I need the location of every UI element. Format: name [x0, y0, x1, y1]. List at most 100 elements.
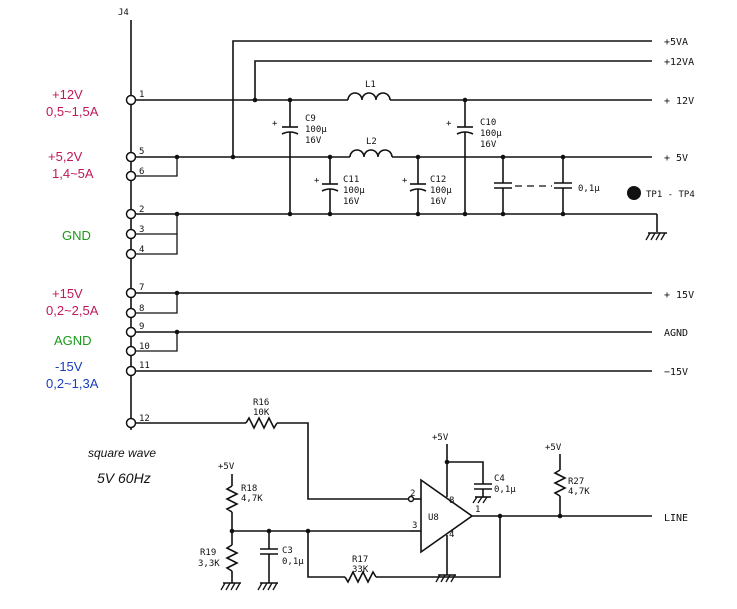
opamp-circuit: R16 10K U8 2 3 8 4 1 +5V C4 0,1μ	[136, 398, 688, 591]
r27-ref: R27	[568, 477, 584, 487]
resistor-r17	[344, 570, 377, 584]
pin-6	[125, 170, 137, 182]
pin-number: 12	[139, 414, 150, 424]
pin-number: 5	[139, 147, 144, 157]
label-52v: +5,2V	[48, 149, 83, 164]
supply-5v-u8: +5V	[432, 433, 449, 443]
resistor-r16	[245, 416, 278, 430]
pin-7	[125, 287, 137, 299]
pin-number: 6	[139, 167, 144, 177]
pin-number: 11	[139, 361, 150, 371]
r19-ref: R19	[200, 548, 216, 558]
pin-8	[125, 307, 137, 319]
rail-5va: +5VA	[664, 37, 688, 48]
pin-2	[125, 208, 137, 220]
pin-9	[125, 326, 137, 338]
rail-m15v: −15V	[664, 367, 688, 378]
cx-value: 0,1μ	[578, 184, 600, 194]
testpoint: TP1 - TP4	[627, 186, 695, 200]
rail-agnd: AGND	[664, 328, 688, 339]
c3-ref: C3	[282, 546, 293, 556]
c9-voltage: 16V	[305, 136, 322, 146]
label-gnd: GND	[62, 228, 91, 243]
r27-value: 4,7K	[568, 487, 590, 497]
pin-5	[125, 151, 137, 163]
label-15v-range: 0,2~2,5A	[46, 303, 99, 318]
label-12v: +12V	[52, 87, 83, 102]
u8-pin-2: 2	[410, 489, 415, 499]
c10-voltage: 16V	[480, 140, 497, 150]
c9-ref: C9	[305, 114, 316, 124]
pin-10	[125, 345, 137, 357]
pin-12	[125, 417, 137, 429]
testpoint-label: TP1 - TP4	[646, 190, 695, 200]
c3-value: 0,1μ	[282, 557, 304, 567]
l2-label: L2	[366, 137, 377, 147]
pin-number: 10	[139, 342, 150, 352]
pin-number: 2	[139, 205, 144, 215]
label-agnd: AGND	[54, 333, 92, 348]
u8-pin-8: 8	[449, 496, 454, 506]
square-wave-label: square wave	[88, 446, 156, 460]
supply-5v-r27: +5V	[545, 443, 562, 453]
u8-pin-3: 3	[412, 521, 417, 531]
pin-1	[125, 94, 137, 106]
rail-12v: + 12V	[664, 96, 694, 107]
u8-pin-4: 4	[449, 530, 454, 540]
capacitor-c10: + C10 100μ 16V	[446, 100, 502, 214]
pin-number: 7	[139, 283, 144, 293]
c10-ref: C10	[480, 118, 496, 128]
plus-mark: +	[314, 176, 320, 186]
u8-ref: U8	[428, 513, 439, 523]
label-m15v-range: 0,2~1,3A	[46, 376, 99, 391]
resistor-r27	[553, 469, 567, 497]
pin-number: 3	[139, 225, 144, 235]
side-labels: +12V 0,5~1,5A +5,2V 1,4~5A GND +15V 0,2~…	[46, 87, 99, 391]
plus-mark: +	[272, 119, 278, 129]
r19-value: 3,3K	[198, 559, 220, 569]
square-wave-spec: 5V 60Hz	[97, 470, 151, 486]
c4-value: 0,1μ	[494, 485, 516, 495]
capacitor-c12: + C12 100μ 16V	[402, 157, 452, 214]
r18-ref: R18	[241, 484, 257, 494]
c11-voltage: 16V	[343, 197, 360, 207]
pin-number: 1	[139, 90, 144, 100]
opamp-u8	[420, 478, 474, 554]
c9-value: 100μ	[305, 125, 327, 135]
label-12v-range: 0,5~1,5A	[46, 104, 99, 119]
c12-value: 100μ	[430, 186, 452, 196]
resistor-r19	[225, 544, 239, 572]
decoupling-caps: 0,1μ	[494, 157, 600, 214]
plus-mark: +	[402, 176, 408, 186]
capacitor-c11: + C11 100μ 16V	[314, 157, 365, 214]
r16-value: 10K	[253, 408, 270, 418]
l1-label: L1	[365, 80, 376, 90]
c12-voltage: 16V	[430, 197, 447, 207]
inductor-l2	[349, 149, 393, 158]
inductor-l1	[347, 92, 391, 101]
pin-number: 8	[139, 304, 144, 314]
c4-ref: C4	[494, 474, 505, 484]
label-52v-range: 1,4~5A	[52, 166, 94, 181]
c11-value: 100μ	[343, 186, 365, 196]
rail-line: LINE	[664, 513, 688, 524]
resistor-r18	[225, 485, 239, 513]
r17-value: 33K	[352, 565, 369, 575]
pin-11	[125, 365, 137, 377]
u8-pin-1: 1	[475, 505, 480, 515]
supply-5v-r18: +5V	[218, 462, 235, 472]
connector-pins	[125, 94, 137, 429]
c11-ref: C11	[343, 175, 359, 185]
connector-ref: J4	[118, 8, 129, 18]
r18-value: 4,7K	[241, 494, 263, 504]
rail-15v: + 15V	[664, 290, 694, 301]
r17-ref: R17	[352, 555, 368, 565]
pin-number: 4	[139, 245, 144, 255]
power-rails: +5VA +12VA L1 + 12V L2 + 5V + 15V	[136, 37, 694, 378]
plus-mark: +	[446, 119, 452, 129]
c12-ref: C12	[430, 175, 446, 185]
pin-3	[125, 228, 137, 240]
label-m15v: -15V	[55, 359, 83, 374]
rail-5v: + 5V	[664, 153, 688, 164]
